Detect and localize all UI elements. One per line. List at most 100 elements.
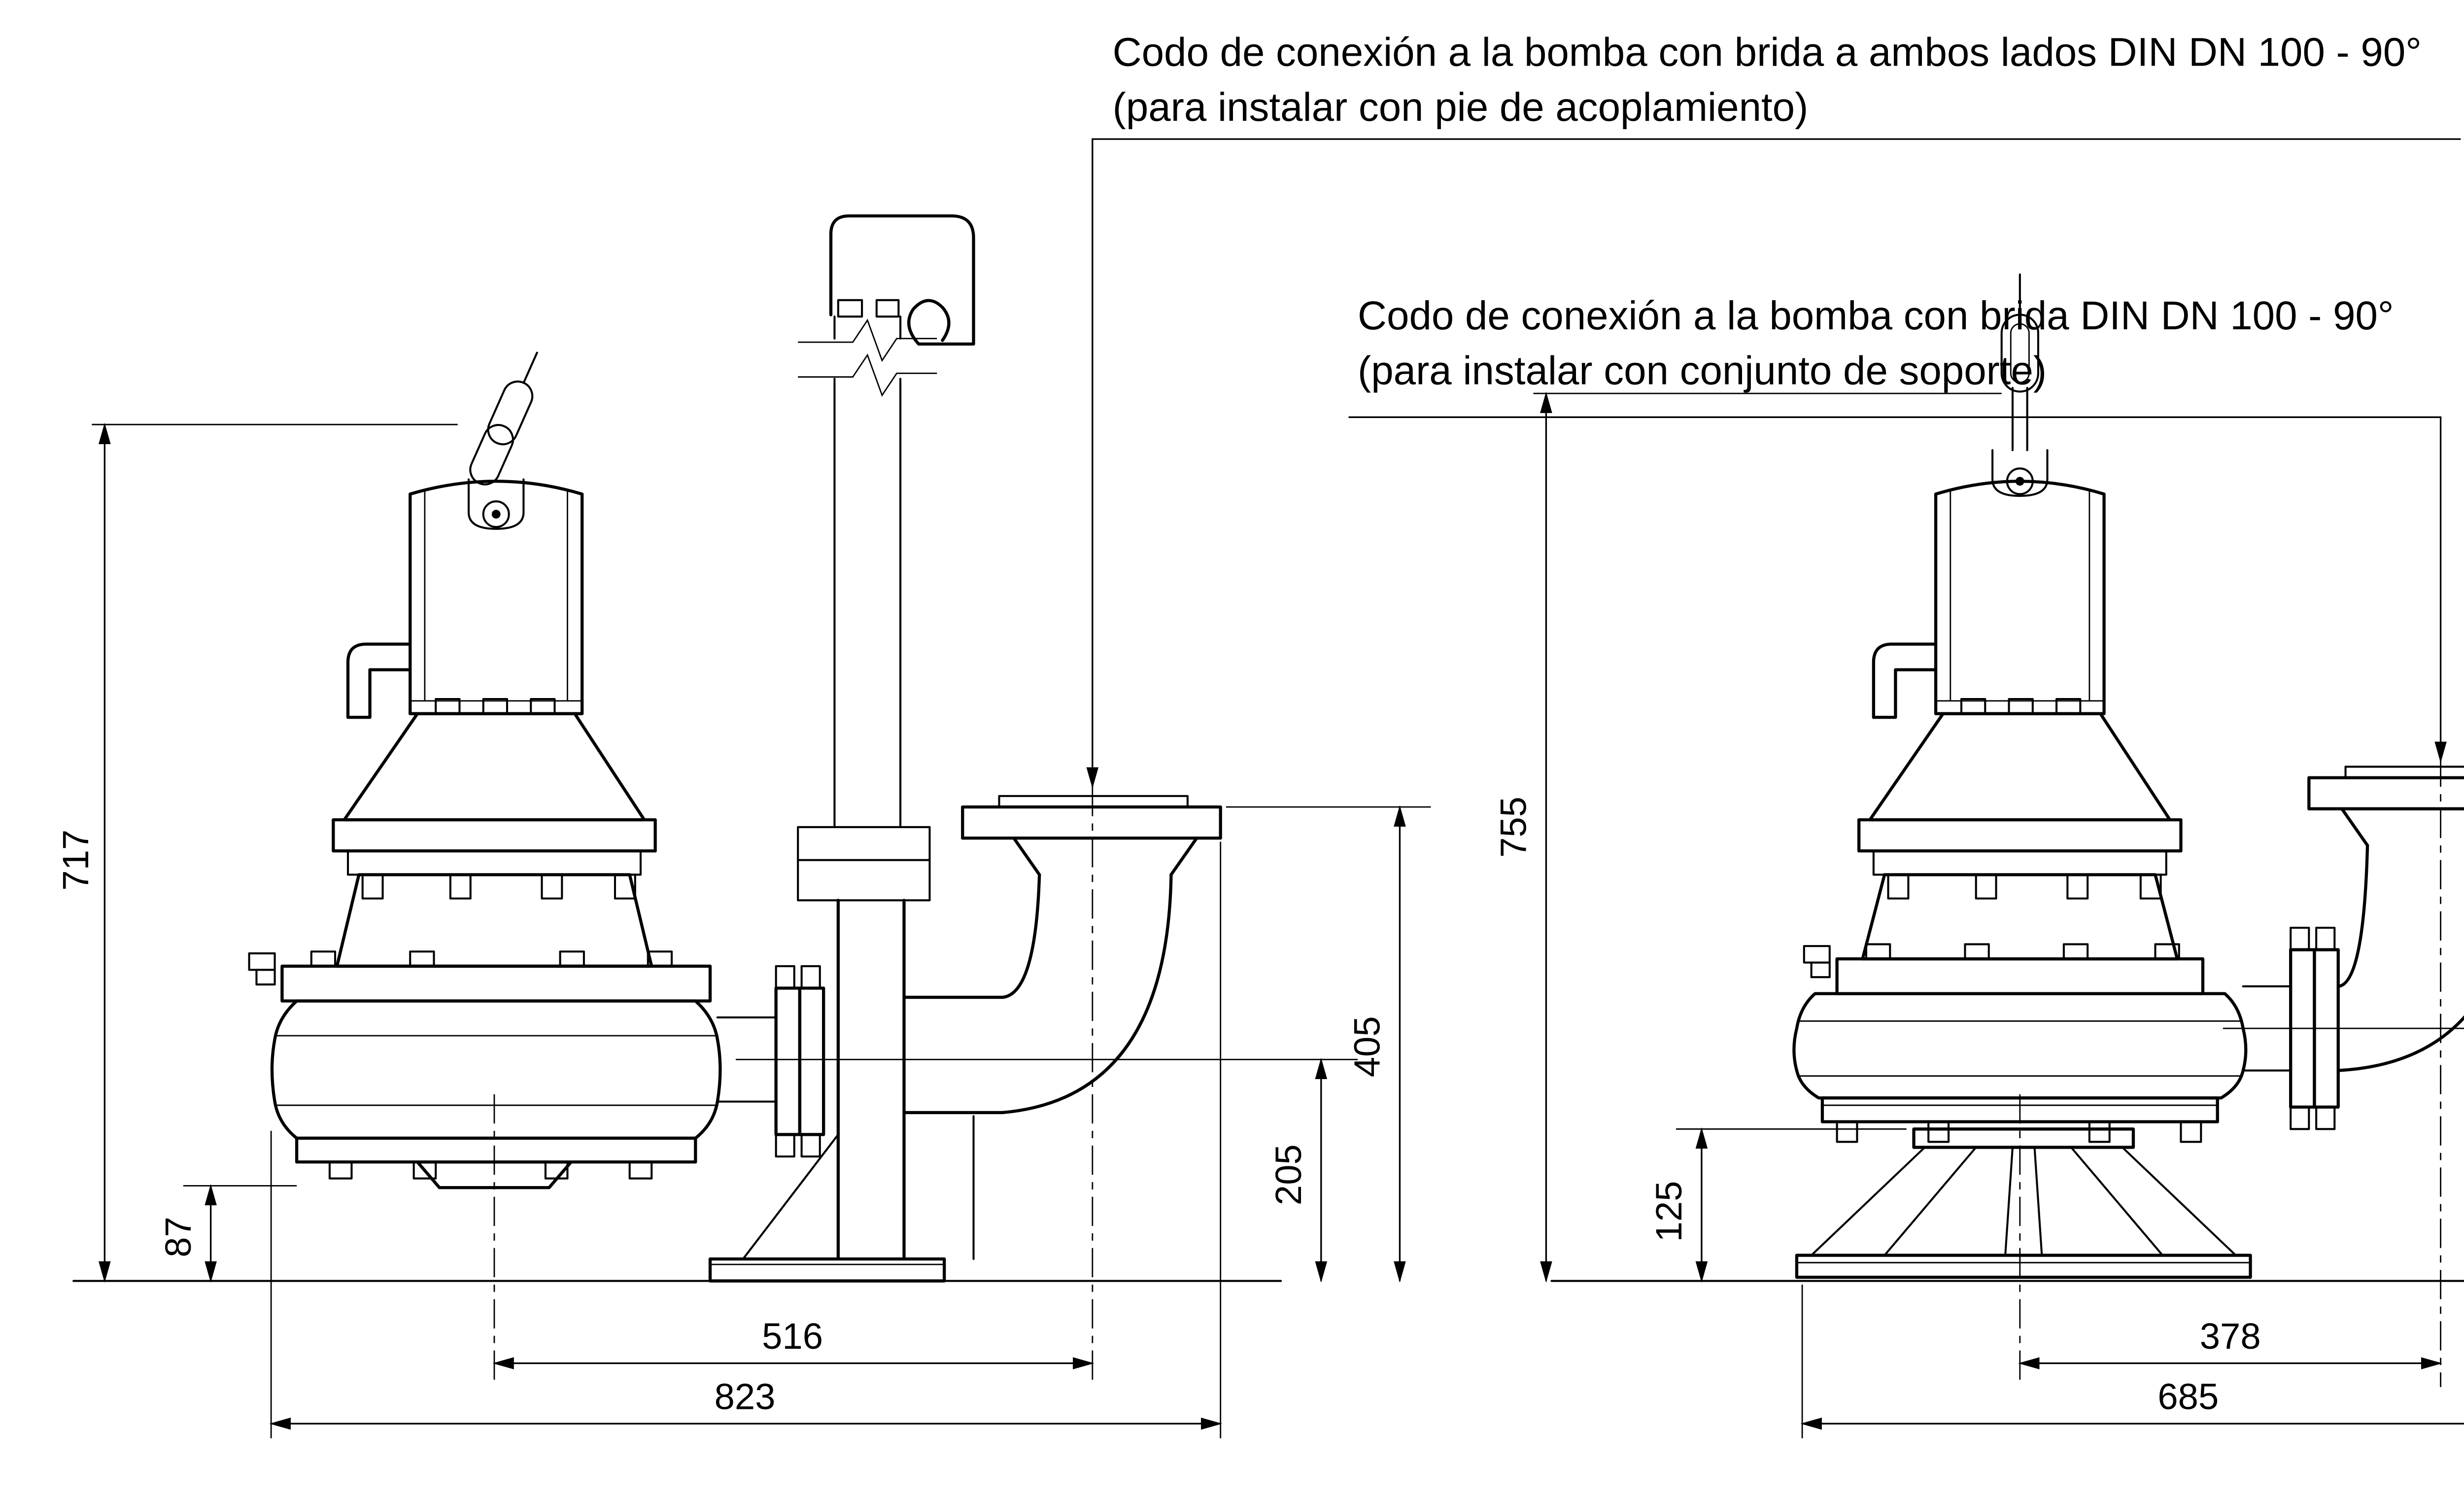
right-dimensions: 755 125 243 429 378 685 [1493, 391, 2464, 1438]
flange-raised-face [998, 795, 1189, 808]
bearing-housing [1861, 873, 2179, 961]
bolt-stud [361, 874, 384, 900]
dim-left-discharge-centerline-height: 205 [1268, 1144, 1309, 1205]
dim-left-overall-length: 823 [715, 1376, 776, 1417]
chain-hook-notch-icon [907, 299, 951, 346]
flange-bolt [800, 1133, 821, 1158]
bolt-head [482, 698, 509, 715]
bolt-stud [1887, 874, 1910, 900]
bolt-head [1865, 943, 1891, 960]
guide-pipe [798, 214, 975, 828]
right-pump [1792, 273, 2248, 1387]
stand-leg [2121, 1146, 2237, 1257]
stand-base-plate [1795, 1254, 2252, 1279]
motor-adapter [1868, 712, 2172, 822]
casing-flange [1835, 957, 2205, 995]
flange-raised-face [2344, 766, 2464, 779]
seal-housing-flange [332, 818, 657, 853]
bolt-stud [2088, 1121, 2111, 1143]
gusset [742, 1133, 839, 1260]
dim-right-overall-length: 685 [2157, 1376, 2219, 1417]
left-dimensions: 717 87 205 405 516 823 [55, 422, 1431, 1438]
right-drawing-support-stand-installation: 755 125 243 429 378 685 [1493, 273, 2464, 1438]
chain-link [2000, 314, 2039, 393]
bolt-head [2008, 698, 2034, 715]
elbow-outer-wall [1001, 873, 1173, 1115]
dim-right-centerline-to-flange: 378 [2200, 1316, 2261, 1357]
bolt-head [1960, 698, 1986, 715]
bolt-head [409, 950, 435, 967]
bolt-stud [449, 874, 472, 900]
base-plate [708, 1257, 946, 1283]
hook-tab [875, 299, 900, 318]
dim-right-overall-height: 755 [1493, 797, 1534, 858]
dim-right-bottom-clearance: 125 [1648, 1181, 1689, 1242]
stand-top-ring [1912, 1127, 2135, 1149]
bolt-head [628, 1161, 653, 1180]
discharge-flange [774, 986, 802, 1136]
stand-leg [2033, 1146, 2043, 1257]
stand-leg [1883, 1146, 1977, 1257]
left-pump [248, 351, 825, 1387]
bolt-stud [541, 874, 563, 900]
flange-bolt [2315, 1106, 2336, 1130]
bolt-stud [1975, 874, 1997, 900]
bolt-stud [1927, 1121, 1950, 1143]
suction-flange [295, 1136, 697, 1164]
seal-housing-flange [1857, 818, 2183, 853]
callout2-line1: Codo de conexión a la bomba con brida DI… [1358, 293, 2394, 338]
bolt-stud [2180, 1121, 2202, 1143]
motor-housing [409, 480, 584, 715]
flange-bolt [2315, 926, 2336, 951]
guide-pipe-hook [829, 214, 975, 346]
coupling-foot-and-elbow [708, 787, 1358, 1387]
coupling-claw [797, 826, 931, 902]
callout2-leader-line [1348, 416, 2447, 763]
vent-plug-icon [248, 952, 276, 971]
bearing-housing [335, 873, 653, 968]
bolt-head [1964, 943, 1990, 960]
bolt-head [2055, 698, 2082, 715]
lifting-shackle-icon [469, 351, 538, 486]
bolt-head [328, 1161, 353, 1180]
bolt-head [310, 950, 337, 967]
bolt-head [435, 698, 461, 715]
dim-left-centerline-to-flange: 516 [762, 1316, 823, 1357]
left-drawing-coupling-foot-installation: 717 87 205 405 516 823 [55, 214, 1431, 1438]
dim-left-bottom-clearance: 87 [158, 1217, 199, 1258]
callout1-leader-line [1086, 138, 2461, 789]
callout1-line2: (para instalar con pie de acoplamiento) [1113, 85, 1809, 130]
right-elbow [2223, 757, 2464, 1387]
flange-bolt [775, 1133, 795, 1158]
pipe-break-symbol [798, 353, 937, 397]
bolt-head [2062, 943, 2089, 960]
elbow-top-flange [961, 805, 1222, 840]
callout1-line1: Codo de conexión a la bomba con brida a … [1113, 30, 2422, 75]
callout-support-stand: Codo de conexión a la bomba con brida DI… [1348, 293, 2447, 763]
cable-entry-elbow [1872, 642, 1938, 719]
callout-coupling-foot: Codo de conexión a la bomba con brida a … [1086, 30, 2461, 789]
stand-leg [1810, 1146, 1926, 1257]
motor-adapter [342, 712, 646, 822]
flange-bolt [2290, 926, 2310, 951]
bolt-stud [1836, 1121, 1858, 1143]
volute-casing [1792, 992, 2248, 1100]
hook-tab [837, 299, 863, 318]
lifting-eyelet [1991, 449, 2049, 497]
bolt-head [559, 950, 585, 967]
bolt-head [647, 950, 673, 967]
bolt-head [530, 698, 556, 715]
elbow-inner-wall [2336, 843, 2369, 988]
vent-plug-icon [1803, 945, 1831, 964]
elbow-outer-wall [2336, 1015, 2464, 1072]
cable-entry-elbow [346, 642, 412, 719]
support-stand [1795, 1127, 2252, 1279]
suction-cover [415, 1160, 573, 1190]
bolt-stud [2066, 874, 2089, 900]
lifting-eyelet [467, 478, 525, 530]
bolt-head [2154, 943, 2180, 960]
dim-left-flange-top-height: 405 [1347, 1016, 1388, 1077]
stand-leg [2004, 1146, 2014, 1257]
